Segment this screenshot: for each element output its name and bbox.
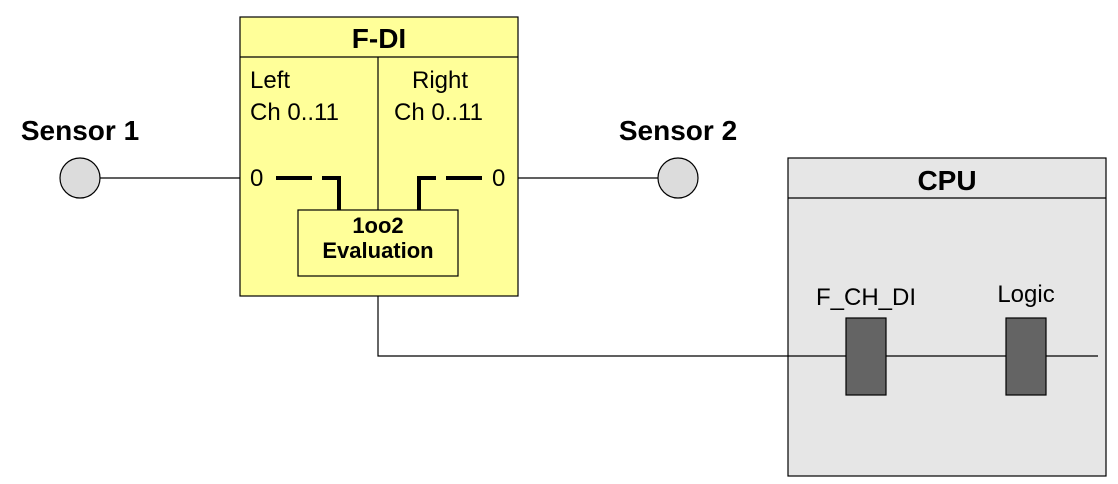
fdi-title: F-DI (352, 23, 406, 54)
sensor2-node (657, 157, 699, 199)
right-contact-lead (417, 176, 436, 210)
fdi-left-terminal: 0 (250, 165, 263, 192)
fdi-right-channels: Ch 0..11 (394, 99, 483, 126)
left-contact-lead (322, 176, 341, 210)
fdi-right-terminal: 0 (492, 165, 505, 192)
logic-label: Logic (997, 281, 1054, 308)
fdi-module: F-DI Left Ch 0..11 Right Ch 0..11 0 0 1o… (239, 16, 519, 297)
f-ch-di-block (845, 317, 887, 396)
logic-block (1005, 317, 1047, 396)
evaluation-line2: Evaluation (322, 238, 433, 263)
cpu-module: CPU F_CH_DI Logic (787, 157, 1107, 477)
fdi-left-channels: Ch 0..11 (250, 99, 339, 126)
cpu-body (787, 157, 1107, 477)
sensor1-label: Sensor 1 (21, 115, 139, 146)
f-ch-di-label: F_CH_DI (816, 284, 916, 311)
evaluation-box (297, 209, 459, 277)
fdi-right-name: Right (412, 67, 468, 94)
cpu-title: CPU (917, 165, 976, 196)
sensor1-node (59, 157, 101, 199)
evaluation-line1: 1oo2 (352, 213, 403, 238)
sensor2-label: Sensor 2 (619, 115, 737, 146)
fdi-left-name: Left (250, 67, 290, 94)
